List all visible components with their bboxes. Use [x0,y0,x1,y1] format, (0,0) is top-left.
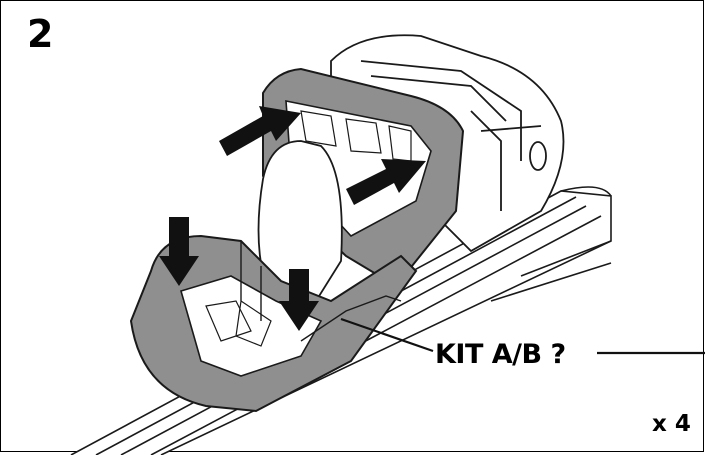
arrow-diagonal-icon [346,159,426,205]
step-number: 2 [27,12,54,56]
arrow-down-icon [279,269,319,331]
arrow-down-icon [159,217,199,286]
quantity-label: x 4 [652,411,691,437]
clamp-housing [257,67,465,302]
callout-leader [340,317,705,355]
clamp-front [129,234,418,413]
arrow-diagonal-icon [219,106,301,156]
kit-label: KIT A/B ? [435,339,566,370]
